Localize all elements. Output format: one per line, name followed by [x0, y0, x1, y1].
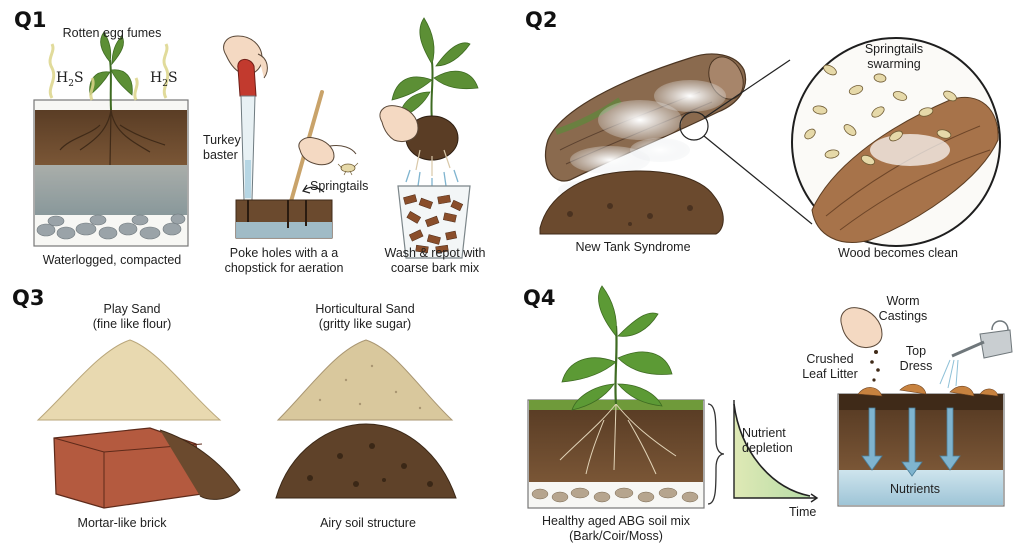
airy-soil-mound — [275, 423, 457, 499]
poke-label-line1: Poke holes with a a — [229, 246, 339, 260]
depletion-chart — [733, 400, 819, 503]
springtails-label: Springtails — [310, 179, 369, 193]
springtail-icon — [337, 162, 359, 176]
mix-label-line2: (Bark/Coir/Moss) — [569, 529, 663, 543]
nutrient-label-line2: depletion — [742, 441, 793, 455]
mix-label-line1: Healthy aged ABG soil mix — [542, 514, 690, 528]
nutrients-label: Nutrients — [889, 482, 941, 496]
new-tank-label: New Tank Syndrome — [575, 240, 691, 254]
springtail-swarm-icon — [804, 64, 957, 166]
brace — [707, 403, 725, 505]
arrow-down-icon — [861, 407, 961, 477]
time-label: Time — [789, 505, 817, 519]
healthy-plant-icon — [561, 285, 673, 411]
baster-icon — [237, 59, 257, 223]
zoomed-wood — [811, 96, 999, 243]
q2-tag: Q2 — [525, 8, 558, 32]
repot-plant-icon — [391, 17, 479, 121]
hort-sand-label-line2: (gritty like sugar) — [318, 317, 412, 331]
q3-tag: Q3 — [12, 286, 45, 310]
water-splash-icon — [405, 169, 459, 190]
play-sand-label-line1: Play Sand — [103, 302, 161, 316]
play-sand-label-line2: (fine like flour) — [92, 317, 172, 331]
airy-label: Airy soil structure — [320, 516, 416, 530]
brick-icon — [53, 427, 241, 509]
baster-label-line2: baster — [203, 148, 238, 162]
leaf-label-line1: Crushed — [806, 352, 854, 366]
healthy-soil-pot — [527, 399, 705, 509]
q4-tag: Q4 — [523, 286, 556, 310]
play-sand-pile — [36, 339, 222, 421]
waterlogged-pot — [33, 99, 189, 247]
hort-sand-label-line1: Horticultural Sand — [315, 302, 415, 316]
topdress-label-line1: Top — [905, 344, 927, 358]
springtails-arrow-icon — [302, 184, 325, 194]
soil-block — [235, 199, 333, 239]
repot-label-line1: Wash & repot with — [384, 246, 486, 260]
baster-label-line1: Turkey — [203, 133, 241, 147]
wood-clean-label: Wood becomes clean — [838, 246, 958, 260]
watering-can-icon — [939, 320, 1013, 389]
bark-pot — [397, 185, 471, 259]
chopstick-icon — [286, 90, 357, 214]
pinching-hand-icon — [840, 307, 883, 382]
castings-label-line1: Worm — [886, 294, 920, 308]
swarm-label-line1: Springtails — [864, 42, 924, 56]
wilting-plant-icon — [89, 31, 133, 111]
nutrient-label-line1: Nutrient — [742, 426, 786, 440]
q1-tag: Q1 — [14, 8, 47, 32]
brick-label: Mortar-like brick — [77, 516, 167, 530]
root-ball — [379, 105, 459, 176]
hort-sand-pile — [276, 339, 454, 421]
leaf-label-line2: Leaf Litter — [802, 367, 858, 381]
poke-label-line2: chopstick for aeration — [224, 261, 344, 275]
waterlogged-label: Waterlogged, compacted — [42, 253, 182, 267]
repot-label-line2: coarse bark mix — [390, 261, 480, 275]
swarm-label-line2: swarming — [867, 57, 921, 71]
fumes-icon — [48, 43, 170, 101]
soil-mound — [539, 170, 724, 235]
gas-label-left: H2S — [56, 70, 84, 89]
fumes-label: Rotten egg fumes — [62, 26, 162, 40]
gas-label-right: H2S — [150, 70, 178, 89]
castings-label-line2: Castings — [878, 309, 928, 323]
topdress-label-line2: Dress — [899, 359, 933, 373]
